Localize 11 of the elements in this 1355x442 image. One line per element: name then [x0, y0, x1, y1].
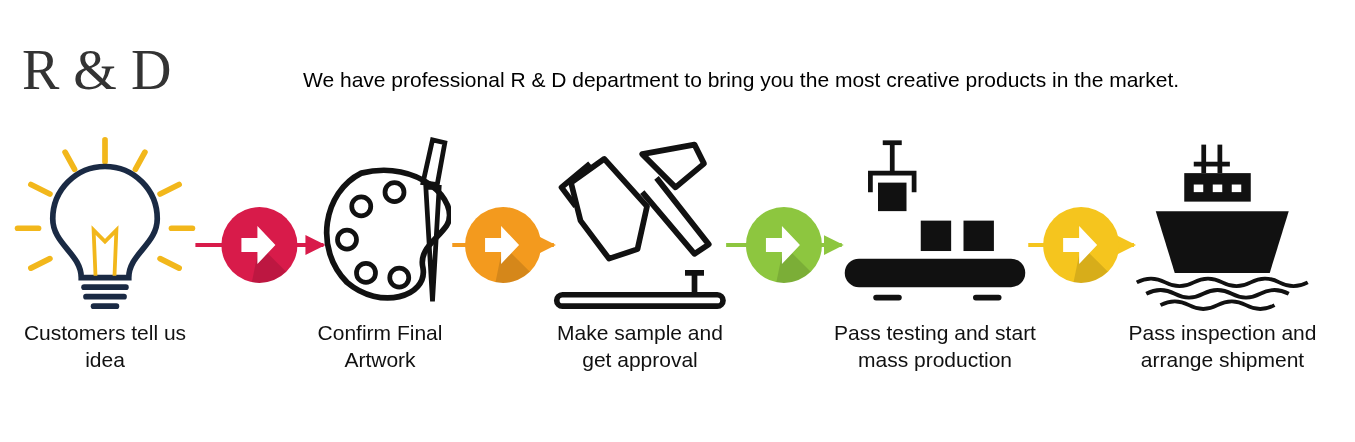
step-label: Pass inspection and arrange shipment: [1127, 320, 1318, 373]
arrow-circle: [726, 207, 844, 283]
intro-text: We have professional R & D department to bring you the most creative products in the market.: [303, 68, 1180, 92]
arrow-circle: [195, 207, 326, 283]
step-label: Make sample and get approval: [556, 320, 724, 373]
heading: R & D: [22, 38, 172, 102]
arrow-circle: [1028, 207, 1136, 283]
step-label: Customers tell us idea: [22, 320, 188, 373]
arrow-circle: [452, 207, 556, 283]
step-label: Pass testing and start mass production: [833, 320, 1037, 373]
step-label: Confirm Final Artwork: [316, 320, 444, 373]
